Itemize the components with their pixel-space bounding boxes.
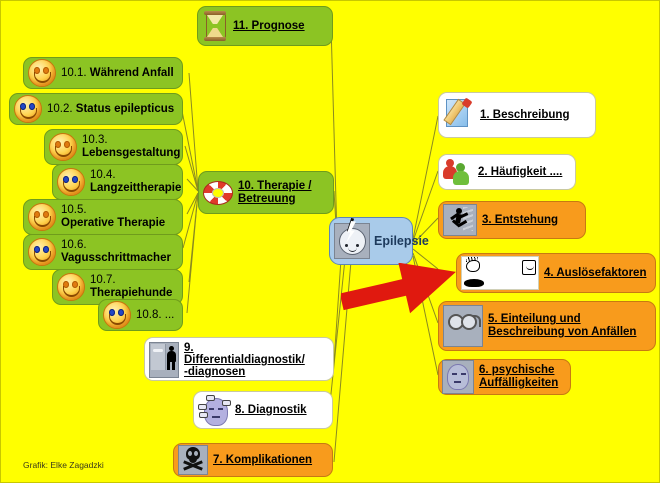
node-10-line2: Betreuung [238, 192, 296, 205]
node-7-komplikationen[interactable]: 7. Komplikationen [173, 443, 333, 477]
power-socket-lightning-icon [334, 217, 370, 259]
smiley-icon [28, 238, 56, 266]
node-1-label: 1. Beschreibung [480, 108, 570, 121]
node-10-therapie[interactable]: 10. Therapie / Betreuung [198, 171, 334, 214]
node-10-6-label: 10.6. Vagusschrittmacher [61, 239, 171, 264]
node-6-psychische[interactable]: 6. psychische Auffälligkeiten [438, 359, 571, 395]
node-11-label: 11. Prognose [233, 19, 305, 32]
node-4-label: 4. Auslösefaktoren [544, 266, 647, 279]
node-10-5-label: 10.5. Operative Therapie [61, 204, 166, 229]
node-8-label: 8. Diagnostik [235, 403, 307, 416]
node-5-einteilung[interactable]: 5. Einteilung und Beschreibung von Anfäl… [438, 301, 656, 351]
node-9-differentialdiagnostik[interactable]: 9. Differentialdiagnostik/ -diagnosen [144, 337, 334, 381]
node-10-8-label: 10.8. ... [136, 308, 175, 321]
red-arrow-pointer [341, 263, 456, 314]
smiley-icon [103, 301, 131, 329]
pencil-paper-icon [443, 97, 475, 133]
node-10-4-label: 10.4. Langzeittherapie [90, 169, 182, 194]
glasses-icon [443, 305, 483, 347]
node-3-label: 3. Entstehung [482, 213, 559, 226]
smiley-icon [28, 59, 56, 87]
smiley-icon [57, 168, 85, 196]
eeg-head-icon [198, 395, 231, 426]
node-10-label: 10. Therapie / Betreuung [238, 180, 312, 206]
node-10-5[interactable]: 10.5. Operative Therapie [23, 199, 183, 235]
node-10-6[interactable]: 10.6. Vagusschrittmacher [23, 234, 183, 270]
center-node-label: Epilepsie [374, 233, 429, 248]
smiley-icon [14, 95, 42, 123]
doorway-person-icon [149, 342, 179, 378]
node-7-label: 7. Komplikationen [213, 453, 313, 466]
people-group-icon [443, 157, 473, 187]
node-9-label: 9. Differentialdiagnostik/ -diagnosen [184, 342, 305, 378]
life-ring-icon [203, 180, 233, 205]
hourglass-icon [202, 11, 228, 41]
node-5-label: 5. Einteilung und Beschreibung von Anfäl… [488, 313, 637, 338]
node-8-diagnostik[interactable]: 8. Diagnostik [193, 391, 333, 429]
sad-face-icon [442, 360, 474, 394]
smiley-icon [57, 273, 85, 301]
node-2-haeufigkeit[interactable]: 2. Häufigkeit .... [438, 154, 576, 190]
running-person-icon [443, 204, 477, 236]
smiley-icon [28, 203, 56, 231]
node-10-1[interactable]: 10.1. Während Anfall [23, 57, 183, 89]
node-3-entstehung[interactable]: 3. Entstehung [438, 201, 586, 239]
node-10-1-label: 10.1. Während Anfall [61, 66, 174, 79]
cartoon-tv-icon [461, 256, 539, 290]
node-10-4[interactable]: 10.4. Langzeittherapie [52, 164, 183, 200]
node-10-2[interactable]: 10.2. Status epilepticus [9, 93, 183, 125]
node-2-label: 2. Häufigkeit .... [478, 165, 563, 178]
node-10-7-label: 10.7. Therapiehunde [90, 274, 173, 299]
node-10-8[interactable]: 10.8. ... [98, 299, 183, 331]
node-1-beschreibung[interactable]: 1. Beschreibung [438, 92, 596, 138]
runner-glyph [449, 208, 469, 230]
node-11-prognose[interactable]: 11. Prognose [197, 6, 333, 46]
credit-text: Grafik: Elke Zagadzki [23, 460, 104, 470]
node-10-3[interactable]: 10.3. Lebensgestaltung [44, 129, 183, 165]
center-node-epilepsie[interactable]: Epilepsie [329, 217, 429, 265]
node-10-3-label: 10.3. Lebensgestaltung [82, 134, 181, 159]
skull-crossbones-icon [178, 445, 208, 475]
node-6-label: 6. psychische Auffälligkeiten [479, 364, 559, 389]
node-10-2-label: 10.2. Status epilepticus [47, 102, 175, 115]
smiley-icon [49, 133, 77, 161]
node-10-line1: 10. Therapie / [238, 179, 312, 192]
node-4-ausloesefaktoren[interactable]: 4. Auslösefaktoren [456, 253, 656, 293]
